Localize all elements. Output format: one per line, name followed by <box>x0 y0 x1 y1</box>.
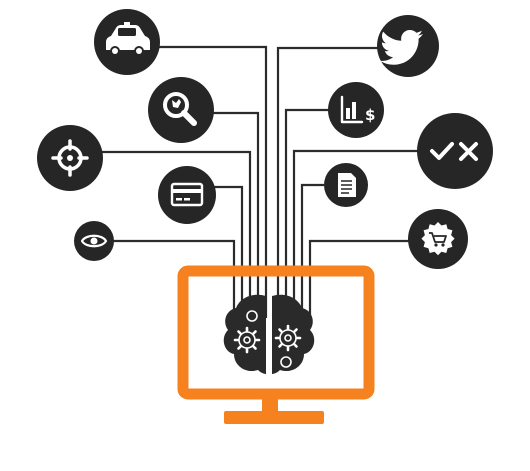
node-target <box>37 125 103 191</box>
wire-finance <box>284 108 330 318</box>
wire-eye <box>112 239 236 318</box>
wire-cart <box>308 239 410 318</box>
wire-document <box>300 183 324 318</box>
node-social <box>377 15 439 77</box>
eye-icon <box>80 234 108 248</box>
check-cross-icon <box>430 142 478 161</box>
node-card <box>158 166 216 224</box>
node-car <box>94 9 160 75</box>
node-search-analytics <box>148 77 214 143</box>
node-ecommerce <box>408 209 468 269</box>
wire-search <box>208 111 260 318</box>
monitor-icon <box>177 265 375 424</box>
wire-decision <box>292 149 420 318</box>
brain-gears-icon <box>223 294 315 374</box>
wire-card <box>214 185 244 318</box>
shopping-cart-badge-icon <box>421 222 455 256</box>
credit-card-icon <box>170 182 204 207</box>
document-icon <box>338 173 356 197</box>
wire-car <box>158 45 268 318</box>
crosshair-icon <box>51 139 89 177</box>
wire-target <box>98 150 252 318</box>
twitter-bird-icon <box>380 30 423 65</box>
bar-chart-dollar-icon: $ <box>340 95 375 124</box>
wire-twitter <box>276 46 380 318</box>
dollar-sign-glyph: $ <box>365 106 375 124</box>
connector-wires <box>98 45 420 318</box>
magnifier-chart-icon <box>163 92 197 126</box>
car-icon <box>106 22 150 56</box>
node-vision <box>74 221 114 261</box>
node-document <box>324 163 368 207</box>
node-finance: $ <box>328 82 384 138</box>
node-decision <box>417 113 493 189</box>
